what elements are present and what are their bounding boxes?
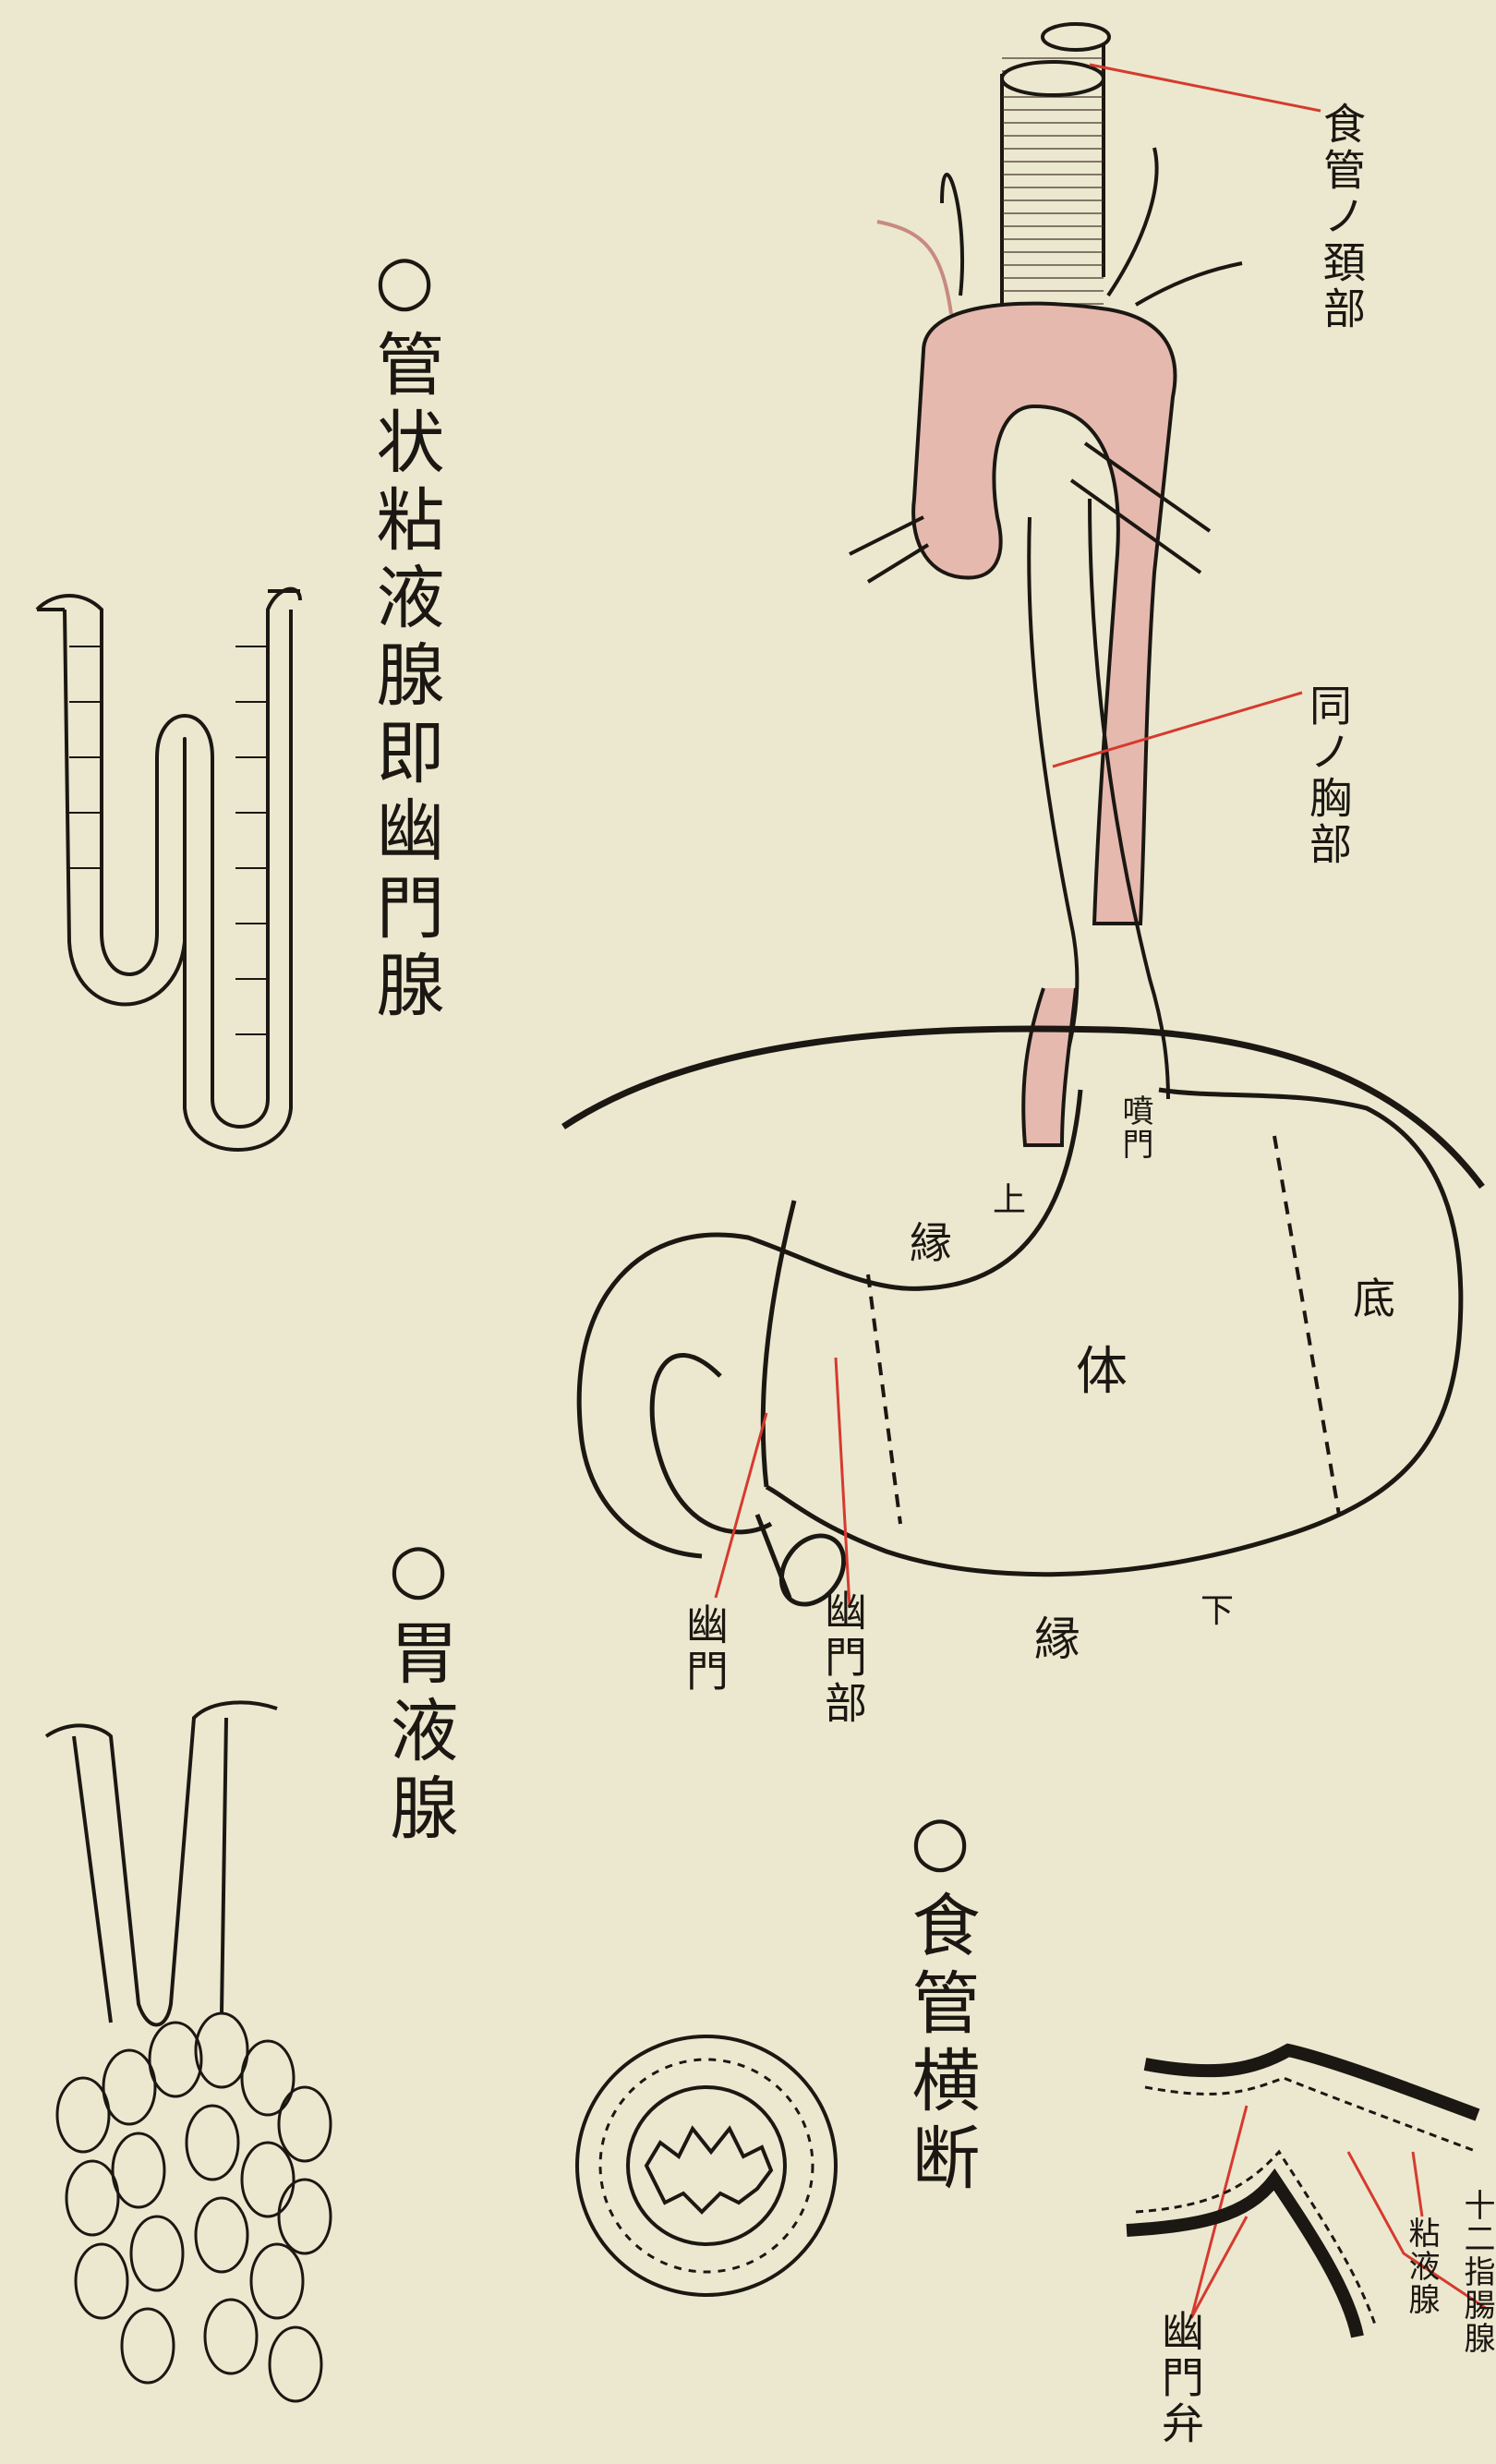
label-curvature-upper: 縁 (910, 1210, 952, 1271)
esophagus-cross-section-heading: ○食管横断 (891, 1801, 990, 2200)
label-lower: 下 (1200, 1584, 1234, 1632)
label-mucous-gland: 粘液腺 (1399, 2216, 1444, 2316)
stomach-drawing (579, 1090, 1461, 1616)
label-pyloric-valve: 幽門弁 (1150, 2309, 1211, 2447)
label-body: 体 (1076, 1330, 1128, 1405)
label-pyloric-part: 幽門部 (813, 1588, 874, 1727)
tubular-gland-heading: ○管状粘液腺即幽門腺 (356, 240, 454, 1027)
label-esophagus-neck: 食管ノ頚部 (1311, 102, 1372, 332)
label-cardia: 噴門 (1113, 1094, 1158, 1161)
label-pylorus: 幽門 (674, 1602, 735, 1695)
label-curvature-lower: 縁 (1034, 1602, 1080, 1669)
label-fundus: 底 (1353, 1265, 1395, 1326)
gastric-gland-heading: ○胃液腺 (369, 1528, 468, 1850)
gastric-gland-drawing (46, 1702, 331, 2401)
esophagus-cross-section-drawing (577, 2036, 836, 2295)
esophagus-neck-drawing (1002, 24, 1109, 314)
tubular-gland-drawing (37, 589, 300, 1150)
label-upper: 上 (993, 1173, 1026, 1221)
label-esophagus-chest: 同ノ胸部 (1297, 683, 1358, 868)
label-duodenal-gland: 十二指腸腺 (1454, 2189, 1496, 2355)
